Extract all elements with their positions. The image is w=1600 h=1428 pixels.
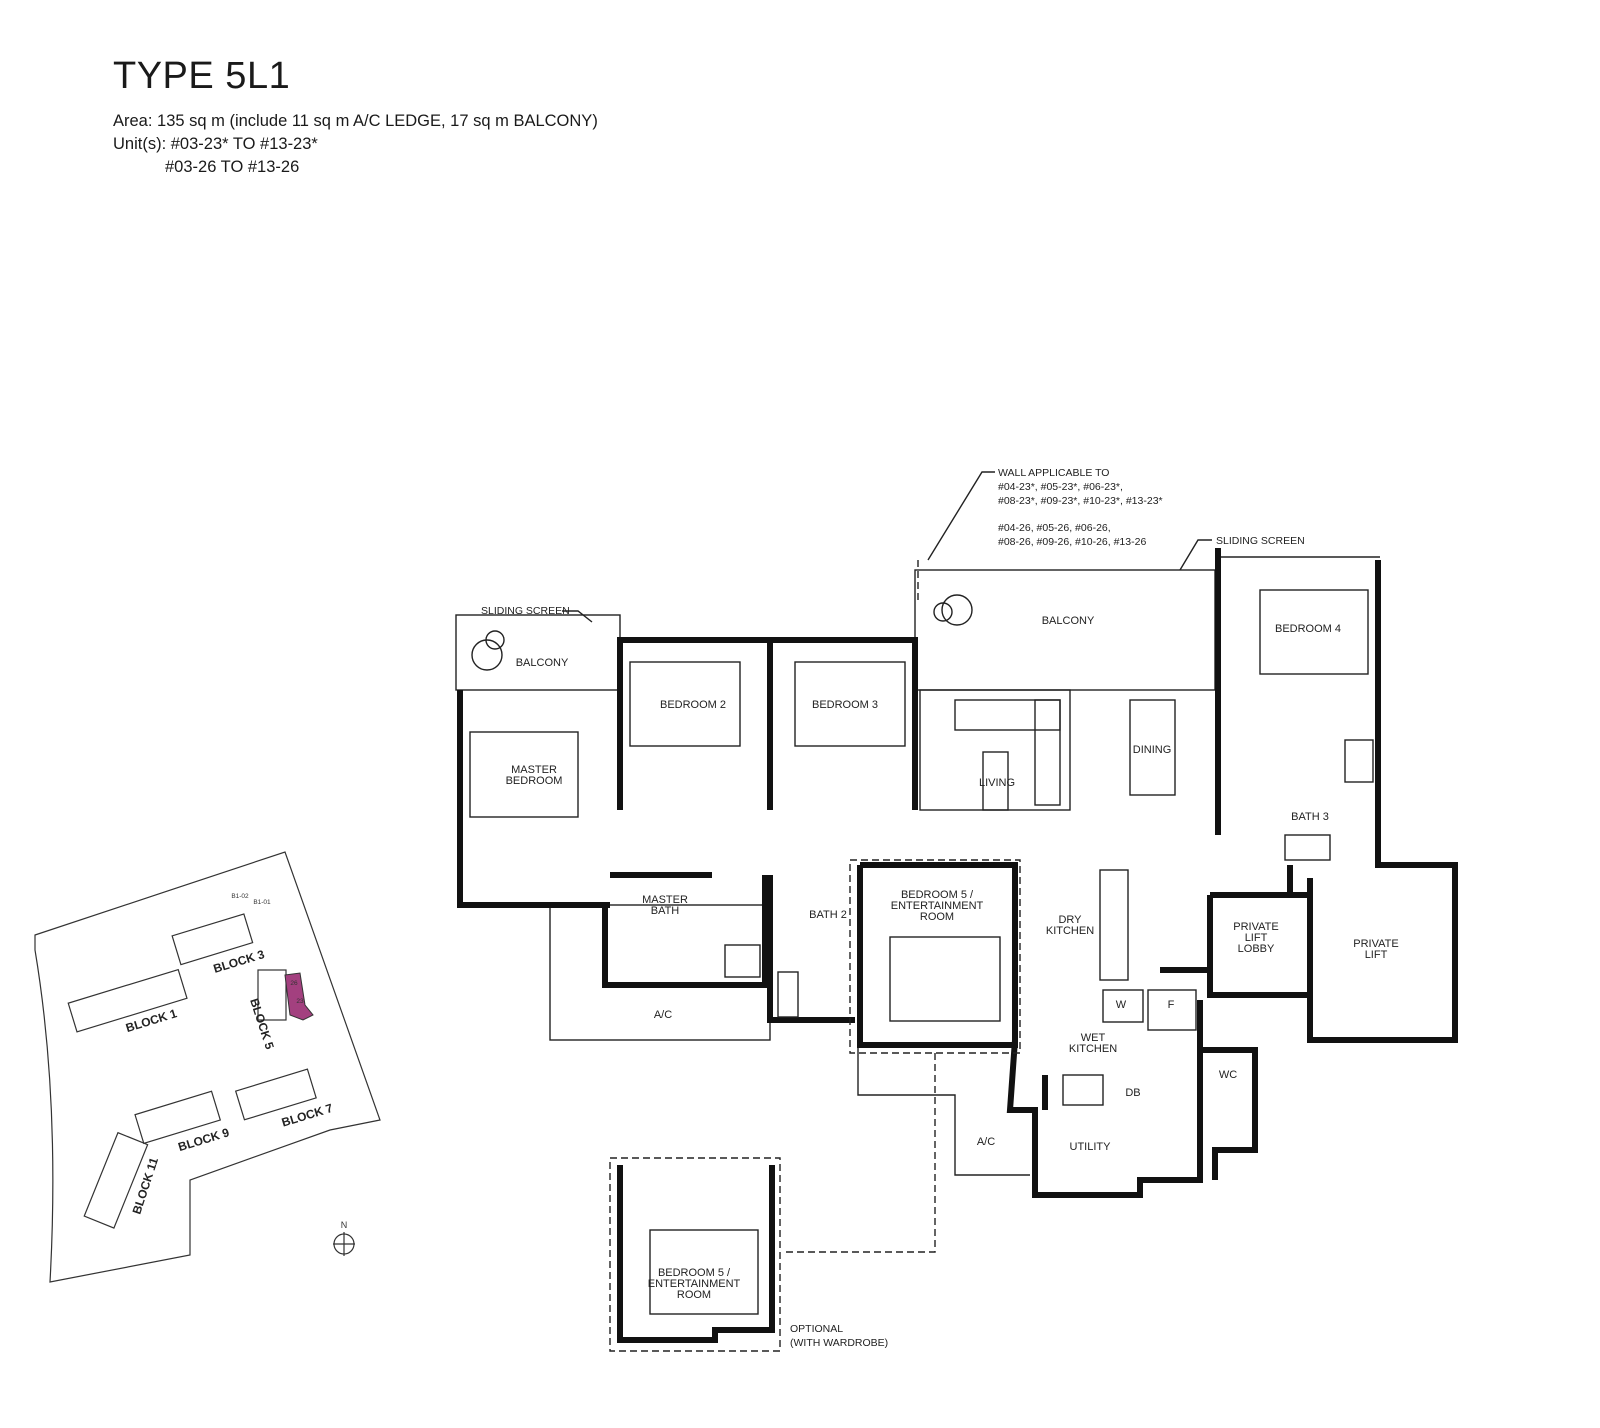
site-label-b102: B1-02 bbox=[231, 893, 249, 900]
block-1: BLOCK 1 bbox=[67, 968, 188, 1035]
wall-note-line: #04-26, #05-26, #06-26, bbox=[998, 522, 1111, 534]
room-label-fridge: F bbox=[1168, 999, 1175, 1011]
room-label-db: DB bbox=[1125, 1087, 1140, 1099]
block-7: BLOCK 7 bbox=[234, 1068, 335, 1130]
room-label-master-bedroom: BEDROOM bbox=[506, 775, 563, 787]
room-label-bath-3: BATH 3 bbox=[1291, 811, 1329, 823]
room-label-private-lift: PRIVATE bbox=[1353, 938, 1398, 950]
furniture bbox=[469, 589, 1374, 1315]
room-label-bath-2: BATH 2 bbox=[809, 909, 847, 921]
room-label-living: LIVING bbox=[979, 777, 1015, 789]
sliding-screen-note-left: SLIDING SCREEN bbox=[481, 605, 593, 623]
site-plan: B1-02 B1-01 BLOCK 1 BLOCK 3 26 23 BLOCK … bbox=[34, 851, 381, 1283]
room-label-utility: UTILITY bbox=[1070, 1141, 1112, 1153]
optional-room-dashed-outline bbox=[609, 1157, 781, 1352]
block-label: BLOCK 5 bbox=[247, 997, 277, 1052]
room-label-private-lift: LIFT bbox=[1365, 949, 1388, 961]
block-label: BLOCK 1 bbox=[124, 1006, 179, 1035]
walls bbox=[457, 548, 1458, 1198]
units-line-1: Unit(s): #03-23* TO #13-23* bbox=[113, 135, 318, 153]
room-label-private-lift-lobby: LIFT bbox=[1245, 932, 1268, 944]
north-arrow-icon: N bbox=[333, 1220, 355, 1256]
sliding-screen-label: SLIDING SCREEN bbox=[1216, 535, 1305, 547]
block-5: 26 23 BLOCK 5 bbox=[247, 969, 314, 1052]
units-line-2: #03-26 TO #13-26 bbox=[165, 158, 300, 176]
sliding-screen-label: SLIDING SCREEN bbox=[481, 605, 570, 617]
room-label-ac: A/C bbox=[654, 1009, 672, 1021]
room-label-dining: DINING bbox=[1133, 744, 1172, 756]
optional-room-walls bbox=[617, 1165, 775, 1343]
room-label-master-bath: MASTER bbox=[642, 894, 688, 906]
room-label-ac: A/C bbox=[977, 1136, 995, 1148]
room-label-master-bath: BATH bbox=[651, 905, 680, 917]
room-label-balcony: BALCONY bbox=[516, 657, 569, 669]
room-label-private-lift-lobby: LOBBY bbox=[1238, 943, 1275, 955]
unit-23: 23 bbox=[296, 998, 304, 1005]
sliding-screen-note-right: SLIDING SCREEN bbox=[1179, 535, 1305, 571]
room-label-bedroom-2: BEDROOM 2 bbox=[660, 699, 726, 711]
room-label-wet-kitchen: WET bbox=[1081, 1032, 1106, 1044]
wall-note-line: #04-23*, #05-23*, #06-23*, bbox=[998, 481, 1123, 493]
site-label-b101: B1-01 bbox=[253, 899, 271, 906]
room-label-master-bedroom: MASTER bbox=[511, 764, 557, 776]
room-label-private-lift-lobby: PRIVATE bbox=[1233, 921, 1278, 933]
optional-pointer-line bbox=[785, 1053, 936, 1253]
block-label: BLOCK 11 bbox=[130, 1155, 162, 1215]
block-label: BLOCK 7 bbox=[280, 1101, 335, 1130]
area-text: Area: 135 sq m (include 11 sq m A/C LEDG… bbox=[113, 112, 598, 130]
room-label-dry-kitchen: KITCHEN bbox=[1046, 925, 1094, 937]
block-9: BLOCK 9 bbox=[134, 1090, 231, 1154]
block-3: BLOCK 3 bbox=[171, 913, 266, 976]
optional-note: OPTIONAL bbox=[790, 1323, 843, 1335]
highlighted-unit bbox=[284, 972, 314, 1021]
room-label-wc: WC bbox=[1219, 1069, 1237, 1081]
room-label-balcony: BALCONY bbox=[1042, 615, 1095, 627]
room-label-optional-bedroom-5: BEDROOM 5 / bbox=[658, 1267, 731, 1279]
room-label-bedroom-5: ENTERTAINMENT bbox=[891, 900, 984, 912]
north-label: N bbox=[341, 1220, 348, 1230]
unit-type-title: TYPE 5L1 bbox=[113, 55, 291, 97]
block-label: BLOCK 9 bbox=[176, 1125, 231, 1154]
wall-note-line: #08-23*, #09-23*, #10-23*, #13-23* bbox=[998, 495, 1163, 507]
block-11: BLOCK 11 bbox=[83, 1131, 162, 1229]
room-label-wet-kitchen: KITCHEN bbox=[1069, 1043, 1117, 1055]
room-label-bedroom-3: BEDROOM 3 bbox=[812, 699, 878, 711]
room-labels: BALCONY BALCONY MASTER BEDROOM BEDROOM 2… bbox=[506, 615, 1399, 1349]
room-label-bedroom-5: ROOM bbox=[920, 911, 954, 923]
wall-note-title: WALL APPLICABLE TO bbox=[998, 467, 1109, 479]
unit-26: 26 bbox=[290, 980, 298, 987]
wall-note: WALL APPLICABLE TO #04-23*, #05-23*, #06… bbox=[917, 467, 1163, 600]
bedroom5-dashed-outline bbox=[849, 859, 1021, 1054]
optional-note: (WITH WARDROBE) bbox=[790, 1337, 888, 1349]
room-label-bedroom-4: BEDROOM 4 bbox=[1275, 623, 1341, 635]
room-label-optional-bedroom-5: ROOM bbox=[677, 1289, 711, 1301]
room-label-dry-kitchen: DRY bbox=[1058, 914, 1082, 926]
room-label-optional-bedroom-5: ENTERTAINMENT bbox=[648, 1278, 741, 1290]
wall-note-line: #08-26, #09-26, #10-26, #13-26 bbox=[998, 536, 1146, 548]
room-label-washer: W bbox=[1116, 999, 1127, 1011]
header: TYPE 5L1 Area: 135 sq m (include 11 sq m… bbox=[113, 55, 598, 179]
room-label-bedroom-5: BEDROOM 5 / bbox=[901, 889, 974, 901]
